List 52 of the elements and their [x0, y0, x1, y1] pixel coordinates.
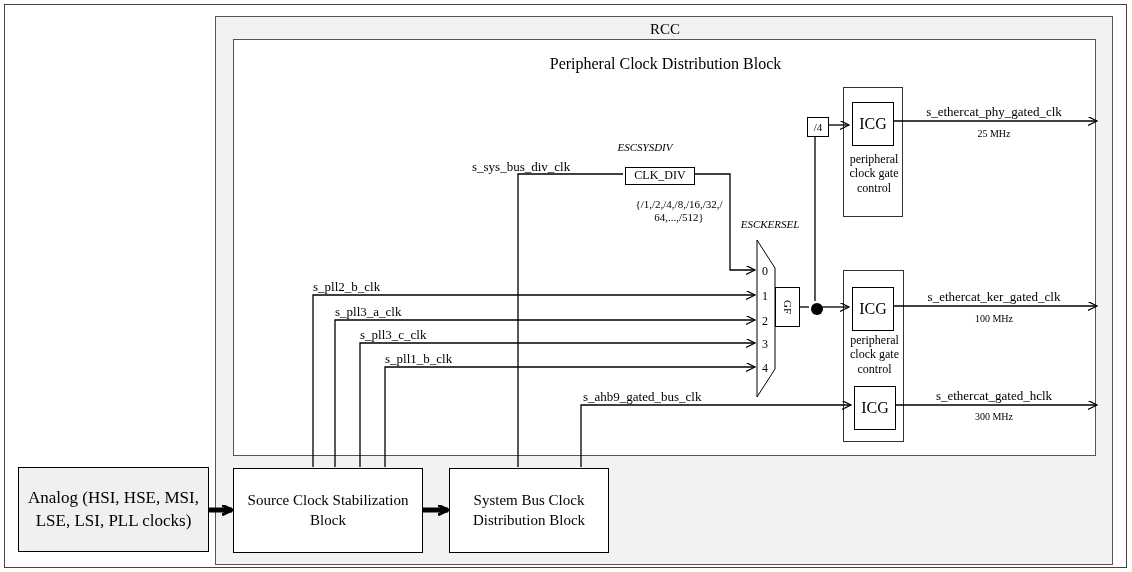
frequency-label: 100 MHz	[973, 313, 1015, 325]
gate-control-label: peripheral clock gate control	[848, 152, 900, 196]
gate-block: ICG	[852, 287, 894, 331]
rcc-panel	[215, 16, 1113, 565]
edge-label: s_pll3_a_clk	[335, 304, 402, 320]
frequency-label: 25 MHz	[976, 128, 1012, 140]
edge-label: s_sys_bus_div_clk	[472, 159, 571, 175]
gate-block: ICG	[852, 102, 894, 146]
junction-dot	[811, 303, 823, 315]
divider-block: CLK_DIV	[625, 167, 695, 185]
gate-block: ICG	[854, 386, 896, 430]
register-label: ESCSYSDIV	[616, 141, 675, 155]
arrow	[826, 119, 850, 131]
arrow	[820, 301, 850, 313]
port-number: 3	[762, 337, 768, 352]
block-title: Peripheral Clock Distribution Block	[548, 54, 783, 74]
frequency-label: 300 MHz	[973, 411, 1015, 423]
arrow	[334, 314, 756, 468]
edge-label: s_ethercat_ker_gated_clk	[926, 289, 1062, 305]
multiplexer-symbol	[757, 240, 775, 397]
edge-label: s_ethercat_phy_gated_clk	[925, 104, 1063, 120]
source-block: Analog (HSI, HSE, MSI, LSE, LSI, PLL clocks)	[18, 467, 209, 552]
edge-label: s_pll2_b_clk	[313, 279, 381, 295]
process-block: Source Clock Stabilization Block	[233, 468, 423, 553]
connector-line	[517, 173, 624, 468]
gate-control-label: peripheral clock gate control	[849, 333, 900, 377]
port-number: 1	[762, 289, 768, 304]
edge-label: s_pll3_c_clk	[360, 327, 427, 343]
process-block: System Bus Clock Distribution Block	[449, 468, 609, 553]
arrow	[422, 503, 450, 517]
connector-line	[797, 306, 810, 308]
divider-block: /4	[807, 117, 829, 137]
glitch-filter-block: GF	[775, 287, 800, 327]
port-number: 2	[762, 314, 768, 329]
arrow	[312, 289, 756, 468]
selector-label: ESCKERSEL	[740, 218, 800, 232]
arrow	[580, 399, 852, 468]
arrow	[359, 337, 756, 468]
arrow	[384, 361, 756, 468]
edge-label: s_ahb9_gated_bus_clk	[583, 389, 702, 405]
arrow	[692, 173, 756, 276]
block-title: RCC	[649, 20, 681, 38]
edge-label: s_pll1_b_clk	[385, 351, 453, 367]
port-number: 4	[762, 361, 768, 376]
clock-gate-panel	[843, 87, 903, 217]
divider-values-label: {/1,/2,/4,/8,/16,/32,/64,...,/512}	[634, 198, 724, 225]
edge-label: s_ethercat_gated_hclk	[934, 388, 1054, 404]
connector-line	[814, 134, 816, 302]
distribution-panel	[233, 39, 1096, 456]
arrow	[209, 503, 234, 517]
clock-gate-panel	[843, 270, 904, 442]
port-number: 0	[762, 264, 768, 279]
